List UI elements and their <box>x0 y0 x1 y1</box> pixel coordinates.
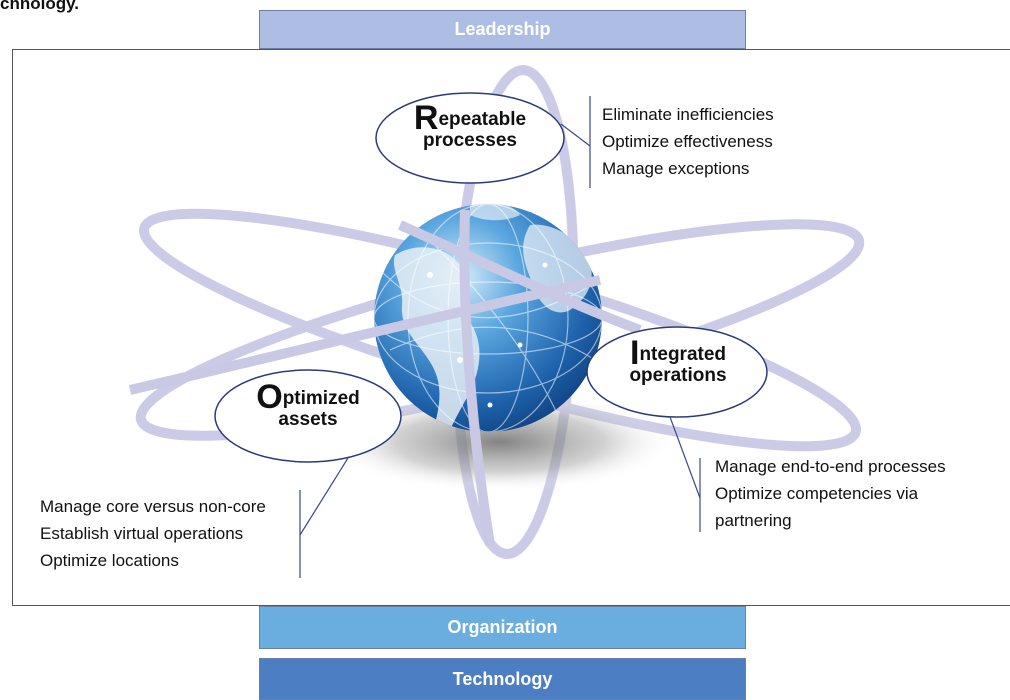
bubble-label-optimized: Optimized assets <box>228 380 388 430</box>
bubble-shapes <box>214 92 768 463</box>
bubble-label-repeatable: Repeatable processes <box>390 101 550 151</box>
list-item: partnering <box>715 511 792 530</box>
connector-repeatable <box>560 123 591 147</box>
initial-o: O <box>256 378 283 416</box>
integrated-line1: ntegrated <box>639 344 727 365</box>
initial-r: R <box>413 99 439 137</box>
initial-i: I <box>629 334 640 372</box>
repeatable-items: Eliminate inefficiencies Optimize effect… <box>602 101 774 182</box>
optimized-items: Manage core versus non-core Establish vi… <box>40 493 266 574</box>
orbit-front-vertical <box>459 209 495 546</box>
optimized-line2: assets <box>278 409 338 430</box>
orbit-front-right <box>397 220 642 335</box>
caption-fragment: chnology. <box>0 0 80 13</box>
optimized-line1: ptimized <box>282 388 360 409</box>
list-item: Optimize locations <box>40 551 179 570</box>
repeatable-line1: epeatable <box>438 109 527 130</box>
list-item: Establish virtual operations <box>40 524 244 543</box>
list-item: Manage core versus non-core <box>40 497 266 516</box>
organization-band: Organization <box>259 606 746 649</box>
leadership-band: Leadership <box>259 10 746 49</box>
connector-integrated <box>669 416 701 499</box>
bubble-integrated <box>586 326 768 418</box>
repeatable-line2: processes <box>422 130 517 151</box>
orbit-rings-front <box>128 209 642 546</box>
list-item: Optimize effectiveness <box>602 132 773 151</box>
connector-optimized <box>299 457 349 536</box>
list-item: Optimize competencies via <box>715 484 919 503</box>
bubble-optimized <box>214 369 402 463</box>
integrated-items: Manage end-to-end processes Optimize com… <box>715 453 946 534</box>
technology-band: Technology <box>259 658 746 700</box>
globe-shadow <box>325 392 675 492</box>
list-item: Eliminate inefficiencies <box>602 105 774 124</box>
orbit-front-left <box>128 275 602 395</box>
integrated-line2: operations <box>629 365 727 386</box>
list-item: Manage end-to-end processes <box>715 457 946 476</box>
bubble-label-integrated: Integrated operations <box>598 336 758 386</box>
connectors <box>299 96 701 578</box>
list-item: Manage exceptions <box>602 159 750 178</box>
bubble-repeatable <box>375 92 565 184</box>
